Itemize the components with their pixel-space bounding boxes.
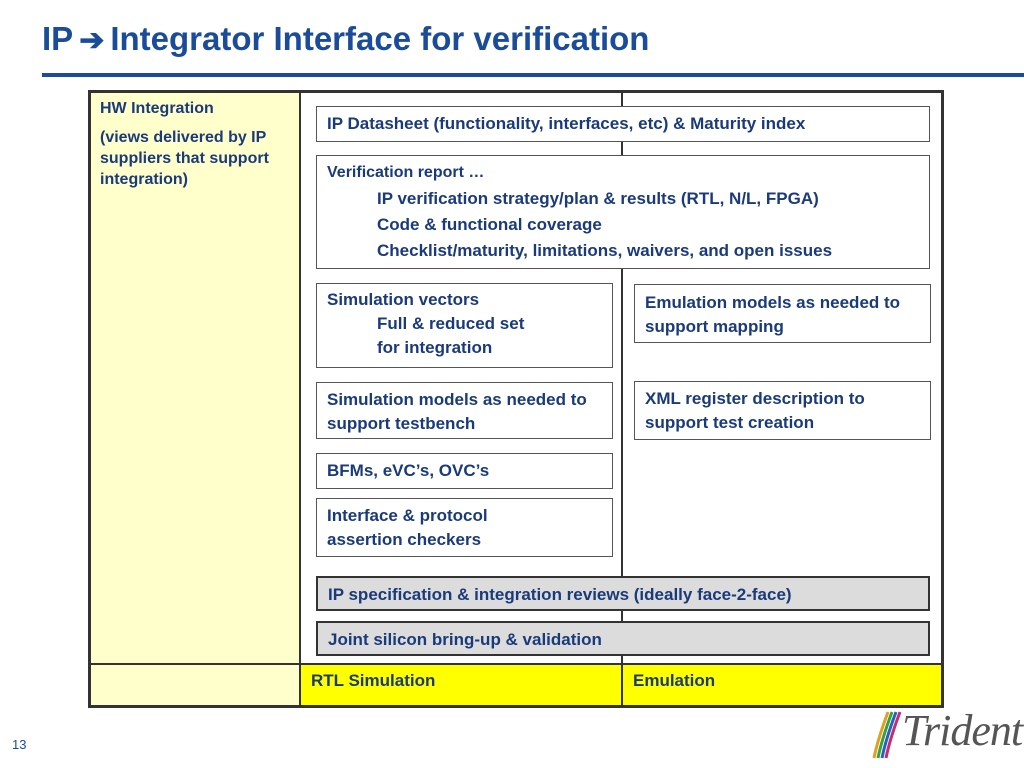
simulation-vectors-item: Full & reduced set [377,314,525,333]
rtl-simulation-label: RTL Simulation [311,671,436,690]
title-underline [42,73,1024,77]
emulation-label: Emulation [633,671,716,690]
title-text: Integrator Interface for verification [110,20,650,57]
hw-integration-description: (views delivered by IP suppliers that su… [100,129,269,188]
simulation-vectors-heading: Simulation vectors [327,290,480,309]
simulation-models-text: Simulation models as needed to support t… [327,390,587,433]
column-divider-left [299,93,301,705]
verification-report-heading: Verification report … [327,164,485,181]
right-arrow-icon: ➔ [79,24,105,57]
bringup-text: Joint silicon bring-up & validation [328,630,602,649]
spec-reviews-box: IP specification & integration reviews (… [316,576,930,611]
assertion-checkers-box: Interface & protocol assertion checkers [316,498,613,557]
page-number: 13 [12,737,27,752]
bfms-box: BFMs, eVC’s, OVC’s [316,453,613,489]
title-ip: IP [42,20,74,57]
table-frame [88,90,944,708]
hw-integration-column [91,93,299,705]
simulation-models-box: Simulation models as needed to support t… [316,382,613,439]
hw-integration-heading: HW Integration [100,100,214,117]
verification-report-item: IP verification strategy/plan & results … [377,189,819,208]
hw-integration-label: HW Integration (views delivered by IP su… [100,98,295,198]
emulation-models-text: Emulation models as needed to support ma… [645,293,901,336]
trident-logo-icon [872,711,902,759]
verification-report-item: Code & functional coverage [377,215,602,234]
column-divider-middle [621,93,623,705]
datasheet-text: IP Datasheet (functionality, interfaces,… [327,114,806,133]
assertion-checkers-text: Interface & protocol assertion checkers [327,506,488,549]
bfms-text: BFMs, eVC’s, OVC’s [327,461,490,480]
spec-reviews-text: IP specification & integration reviews (… [328,585,792,604]
xml-register-text: XML register description to support test… [645,389,865,432]
simulation-vectors-box: Simulation vectors Full & reduced set fo… [316,283,613,368]
verification-report-box: Verification report … IP verification st… [316,155,930,269]
simulation-vectors-item: for integration [377,338,493,357]
bringup-box: Joint silicon bring-up & validation [316,621,930,656]
emulation-models-box: Emulation models as needed to support ma… [634,284,931,343]
verification-report-item: Checklist/maturity, limitations, waivers… [377,241,833,260]
footer-divider [91,663,941,665]
slide-title: IP➔Integrator Interface for verification [42,20,649,58]
xml-register-box: XML register description to support test… [634,381,931,440]
trident-logo-text: Trident [902,706,1023,755]
datasheet-box: IP Datasheet (functionality, interfaces,… [316,106,930,142]
